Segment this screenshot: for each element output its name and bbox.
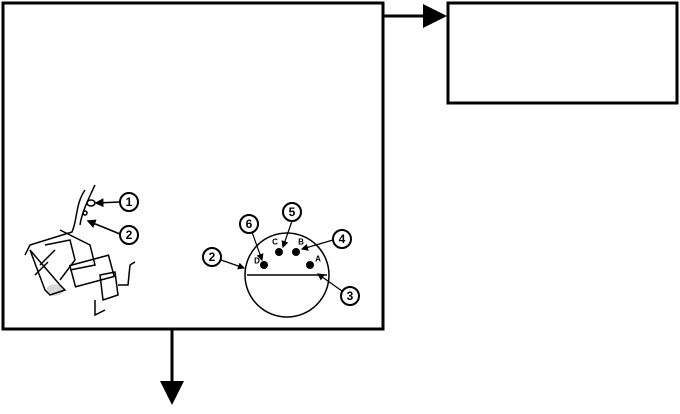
pin-a (306, 261, 314, 269)
equipment-illustration (24, 184, 136, 317)
pin-b (292, 248, 300, 256)
svg-text:B: B (298, 238, 304, 247)
callout-2b: 2 (202, 247, 222, 267)
svg-text:5: 5 (289, 205, 296, 219)
side-box (446, 1, 679, 105)
callout-group-left: 1 2 (86, 192, 139, 245)
svg-text:D: D (254, 257, 260, 266)
callout-6: 6 (239, 214, 259, 234)
svg-text:2: 2 (126, 228, 133, 242)
svg-text:6: 6 (246, 217, 253, 231)
pin-c (275, 248, 283, 256)
svg-text:A: A (315, 255, 321, 264)
callout-3: 3 (340, 286, 360, 306)
callout-1: 1 (119, 192, 139, 212)
callout-2: 2 (119, 225, 139, 245)
svg-text:1: 1 (126, 195, 133, 209)
svg-text:C: C (272, 238, 278, 247)
callout-5: 5 (282, 202, 302, 222)
connector-face: D C B A 6 5 4 2 3 (202, 202, 360, 318)
main-step-box (1, 1, 385, 331)
svg-text:4: 4 (339, 232, 346, 246)
svg-text:3: 3 (347, 289, 354, 303)
pin-d (260, 261, 268, 269)
callout-4: 4 (332, 229, 352, 249)
svg-text:2: 2 (209, 250, 216, 264)
